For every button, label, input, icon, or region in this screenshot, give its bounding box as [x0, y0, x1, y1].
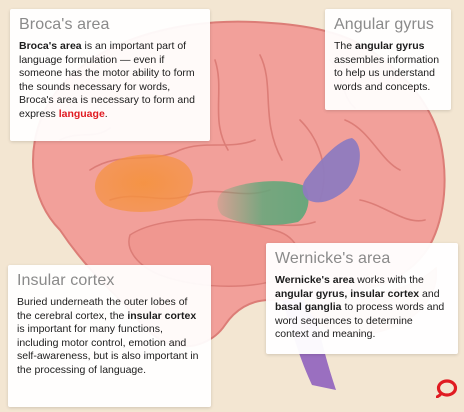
insular-text-2: is important for many functions, includi… [17, 323, 199, 376]
wernicke-term: Wernicke's area [275, 274, 354, 286]
angular-gyrus-title: Angular gyrus [334, 16, 442, 34]
insular-callout: Insular cortex Buried underneath the out… [8, 265, 211, 407]
angular-gyrus-description: The angular gyrus assembles information … [334, 40, 442, 94]
wernicke-text-2: and [419, 288, 439, 300]
wernicke-text-1: works with the [354, 274, 423, 286]
broca-text-2: . [105, 108, 108, 120]
angular-gyrus-callout: Angular gyrus The angular gyrus assemble… [325, 9, 451, 110]
wernicke-title: Wernicke's area [275, 250, 449, 268]
broca-title: Broca's area [19, 16, 201, 34]
insular-description: Buried underneath the outer lobes of the… [17, 296, 202, 377]
wernicke-term-3: basal ganglia [275, 301, 342, 313]
insular-term: insular cortex [127, 310, 196, 322]
wernicke-term-2: angular gyrus, insular cortex [275, 288, 419, 300]
insular-title: Insular cortex [17, 272, 202, 290]
broca-callout: Broca's area Broca's area is an importan… [10, 9, 210, 141]
wernicke-callout: Wernicke's area Wernicke's area works wi… [266, 243, 458, 354]
broca-highlight: language [59, 108, 105, 120]
broca-description: Broca's area is an important part of lan… [19, 40, 201, 121]
logo-icon [436, 378, 458, 398]
broca-term: Broca's area [19, 40, 82, 52]
angular-lead: The [334, 40, 355, 52]
angular-text: assembles information to help us underst… [334, 54, 439, 93]
wernicke-description: Wernicke's area works with the angular g… [275, 274, 449, 342]
angular-term: angular gyrus [355, 40, 424, 52]
